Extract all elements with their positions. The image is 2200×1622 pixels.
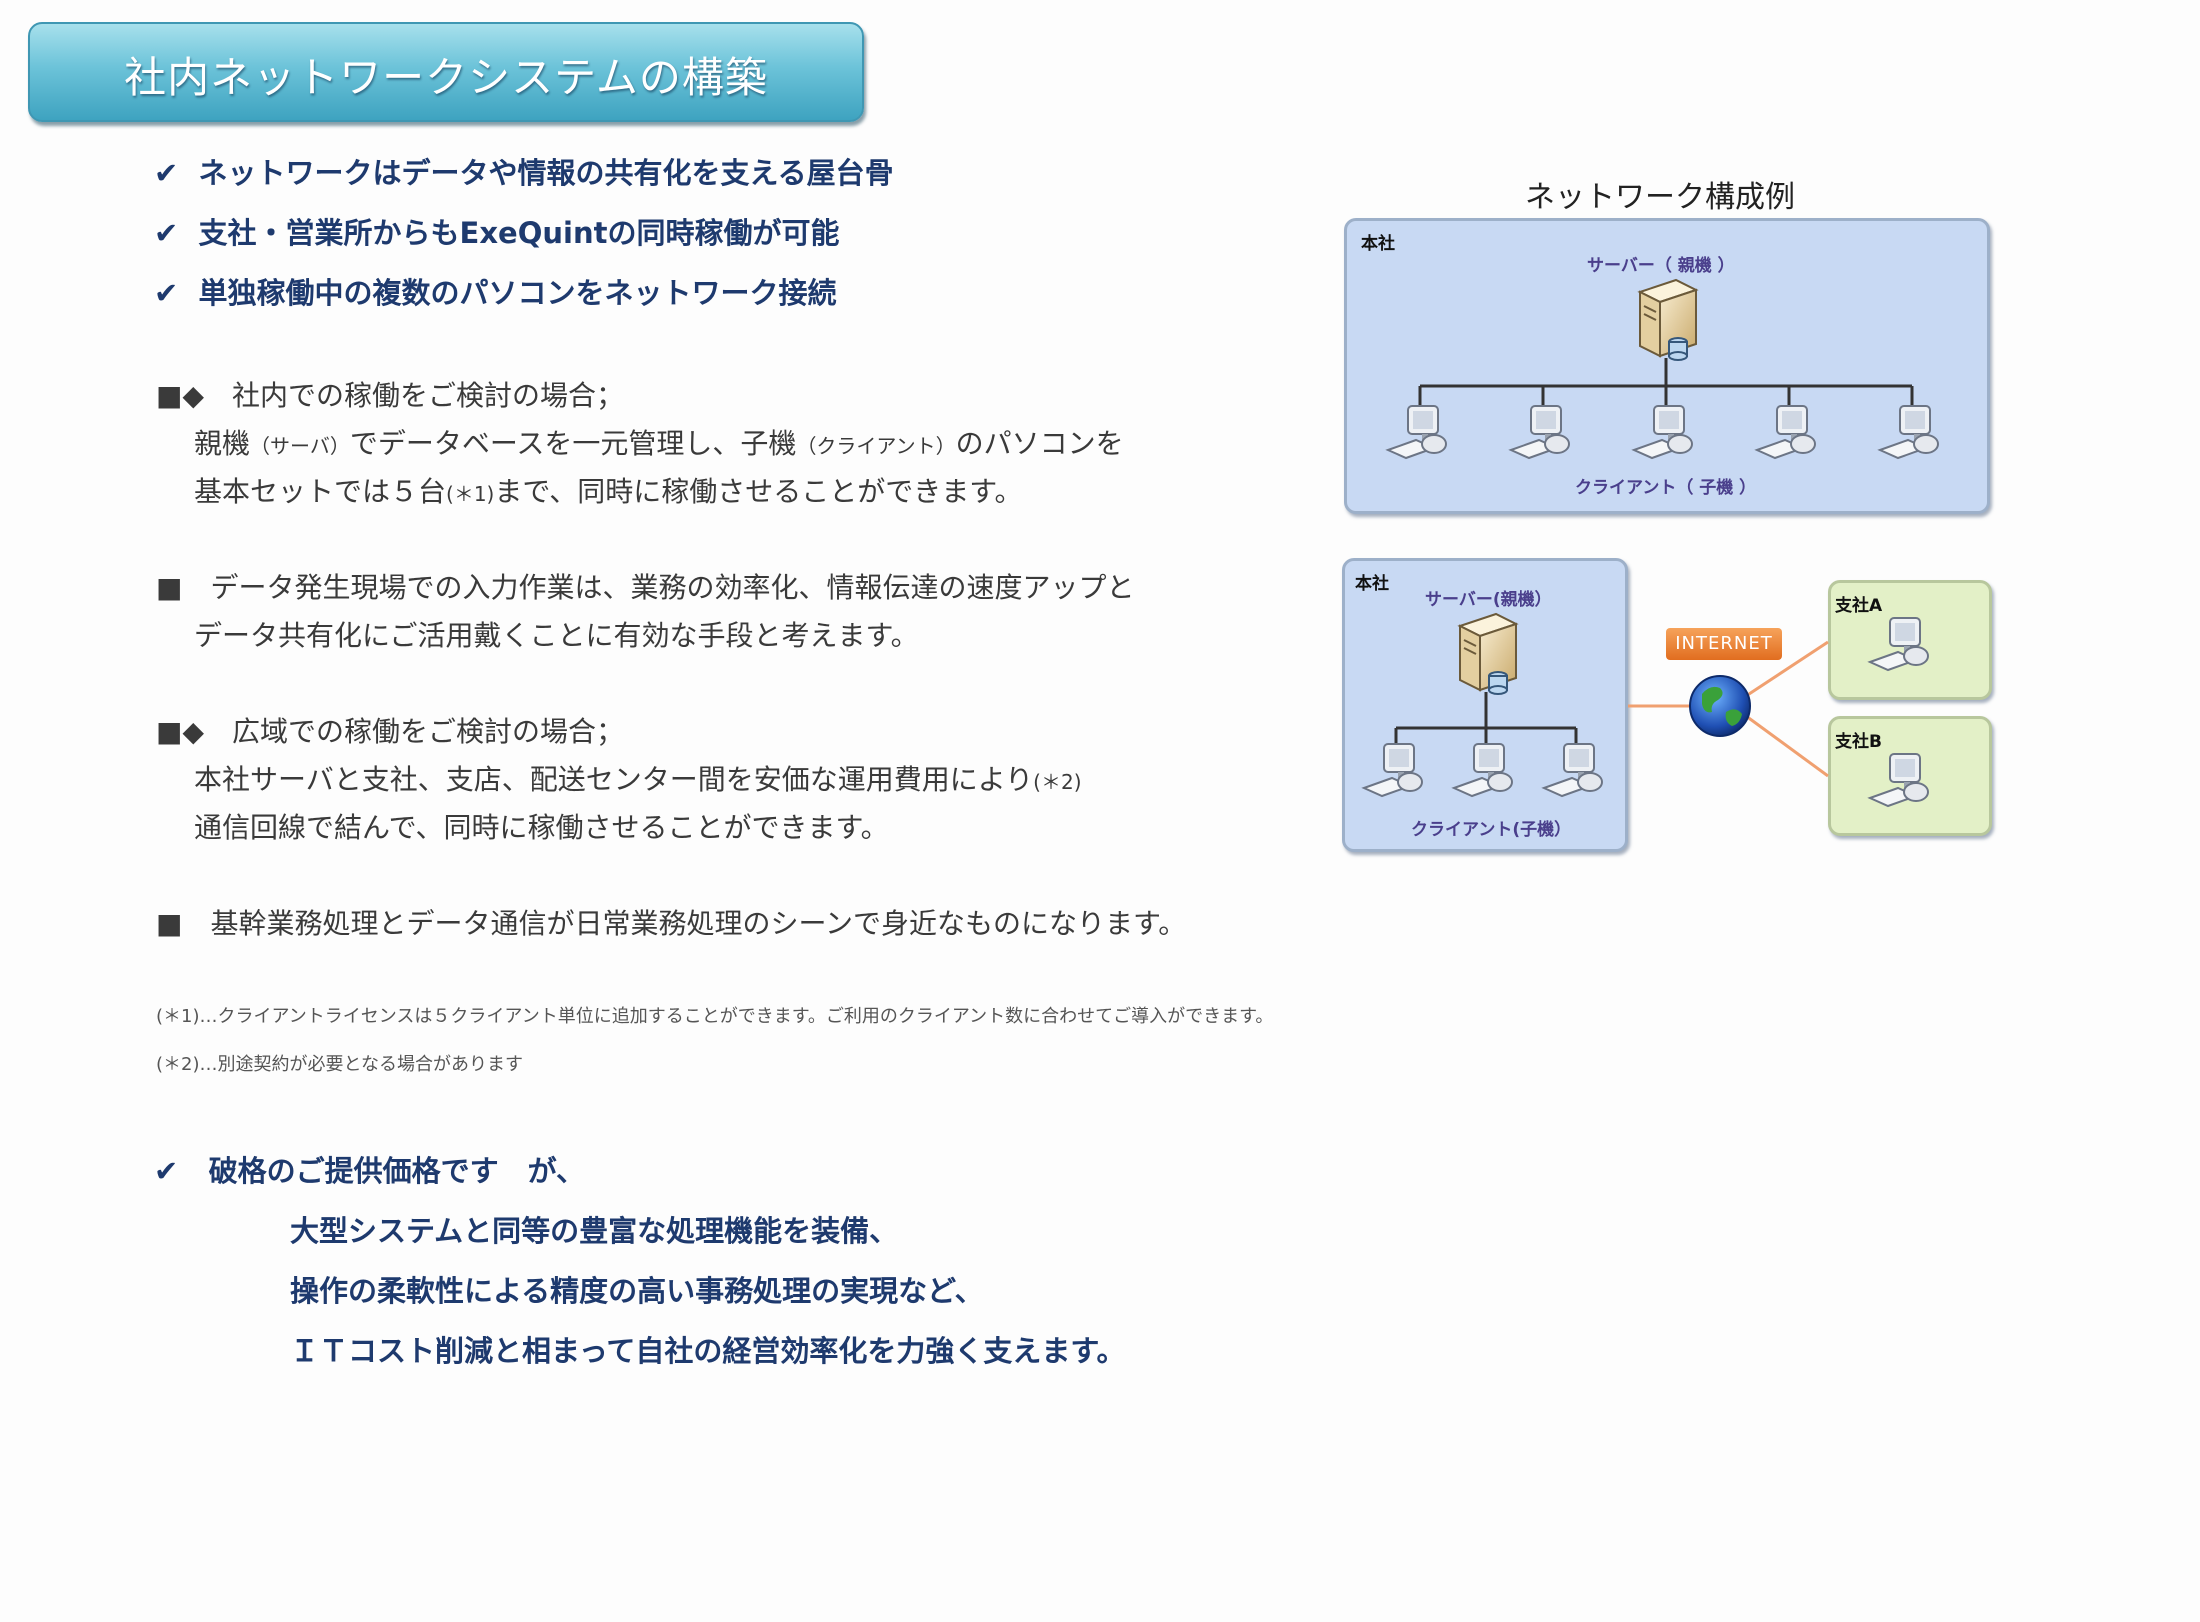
hq2-label: 本社 xyxy=(1355,574,1389,594)
section2-line1: ■ データ発生現場での入力作業は、業務の効率化、情報伝達の速度アップと xyxy=(156,571,1135,604)
check-icon: ✔ xyxy=(154,1154,179,1188)
text-part: 親機 xyxy=(194,427,251,460)
text-part: （サーバ） xyxy=(250,434,350,458)
server-label: サーバー（ 親機 ） xyxy=(1587,256,1735,276)
hq-wan-box: 本社 サーバー(親機） クライアント(子機） xyxy=(1342,558,1628,852)
bullet-item: ✔ ネットワークはデータや情報の共有化を支える屋台骨 xyxy=(154,150,894,192)
branch-a-label: 支社A xyxy=(1835,596,1883,616)
client2-label: クライアント(子機） xyxy=(1411,820,1572,840)
text-part: (＊1) xyxy=(446,482,495,506)
bullet-text: ネットワークはデータや情報の共有化を支える屋台骨 xyxy=(198,156,894,190)
hq-network-box: 本社 サーバー（ 親機 ） クライアント（ 子機 ） xyxy=(1344,218,1990,514)
section1-line2: 基本セットでは５台(＊1)まで、同時に稼働させることができます。 xyxy=(194,470,1022,510)
section3-line1: 本社サーバと支社、支店、配送センター間を安価な運用費用により(＊2) xyxy=(194,758,1082,798)
section3-line2: 通信回線で結んで、同時に稼働させることができます。 xyxy=(194,811,889,844)
title-banner: 社内ネットワークシステムの構築 xyxy=(28,22,864,122)
text-part: (＊2) xyxy=(1033,770,1082,794)
bullet-item: ✔ 単独稼働中の複数のパソコンをネットワーク接続 xyxy=(154,270,837,312)
branch-b-box: 支社B xyxy=(1828,716,1992,836)
check-icon: ✔ xyxy=(154,276,179,310)
footnote-2: (＊2)…別途契約が必要となる場合があります xyxy=(156,1054,523,1075)
client-label: クライアント（ 子機 ） xyxy=(1575,478,1757,498)
section4-line: ■ 基幹業務処理とデータ通信が日常業務処理のシーンで身近なものになります。 xyxy=(156,907,1187,940)
text-part: まで、同時に稼働させることができます。 xyxy=(494,475,1023,508)
check-icon: ✔ xyxy=(154,156,179,190)
closing-line: ＩＴコスト削減と相まって自社の経営効率化を力強く支えます。 xyxy=(290,1334,1126,1368)
closing-line: 大型システムと同等の豊富な処理機能を装備、 xyxy=(290,1214,899,1248)
closing-line: 操作の柔軟性による精度の高い事務処理の実現など、 xyxy=(290,1274,984,1308)
text-part: のパソコンを xyxy=(955,427,1124,460)
server2-label: サーバー(親機） xyxy=(1425,590,1552,610)
hq-label: 本社 xyxy=(1361,234,1395,254)
check-icon: ✔ xyxy=(154,216,179,250)
section3-heading: ■◆ 広域での稼働をご検討の場合； xyxy=(156,715,624,748)
closing-heading: ✔ 破格のご提供価格です が、 xyxy=(154,1148,585,1190)
page-title: 社内ネットワークシステムの構築 xyxy=(124,53,768,102)
text-part: 本社サーバと支社、支店、配送センター間を安価な運用費用により xyxy=(194,763,1034,796)
bullet-item: ✔ 支社・営業所からもExeQuintの同時稼働が可能 xyxy=(154,210,839,252)
diagram-title: ネットワーク構成例 xyxy=(1525,180,1795,215)
section2-line2: データ共有化にご活用戴くことに有効な手段と考えます。 xyxy=(194,619,919,652)
branch-a-box: 支社A xyxy=(1828,580,1992,700)
text-part: 基本セットでは５台 xyxy=(194,475,447,508)
bullet-text: 支社・営業所からもExeQuintの同時稼働が可能 xyxy=(198,216,840,250)
text-part: でデータベースを一元管理し、子機 xyxy=(349,427,797,460)
globe-icon xyxy=(1689,675,1751,737)
section1-heading: ■◆ 社内での稼働をご検討の場合； xyxy=(156,379,624,412)
text-part: （クライアント） xyxy=(796,434,956,458)
bullet-text: 単独稼働中の複数のパソコンをネットワーク接続 xyxy=(198,276,837,310)
branch-b-label: 支社B xyxy=(1835,732,1882,752)
closing-head-text: 破格のご提供価格です が、 xyxy=(208,1154,586,1188)
footnote-1: (＊1)…クライアントライセンスは５クライアント単位に追加することができます。ご… xyxy=(156,1006,1274,1027)
internet-badge: INTERNET xyxy=(1666,628,1782,660)
section1-line1: 親機（サーバ）でデータベースを一元管理し、子機（クライアント）のパソコンを xyxy=(194,422,1124,462)
